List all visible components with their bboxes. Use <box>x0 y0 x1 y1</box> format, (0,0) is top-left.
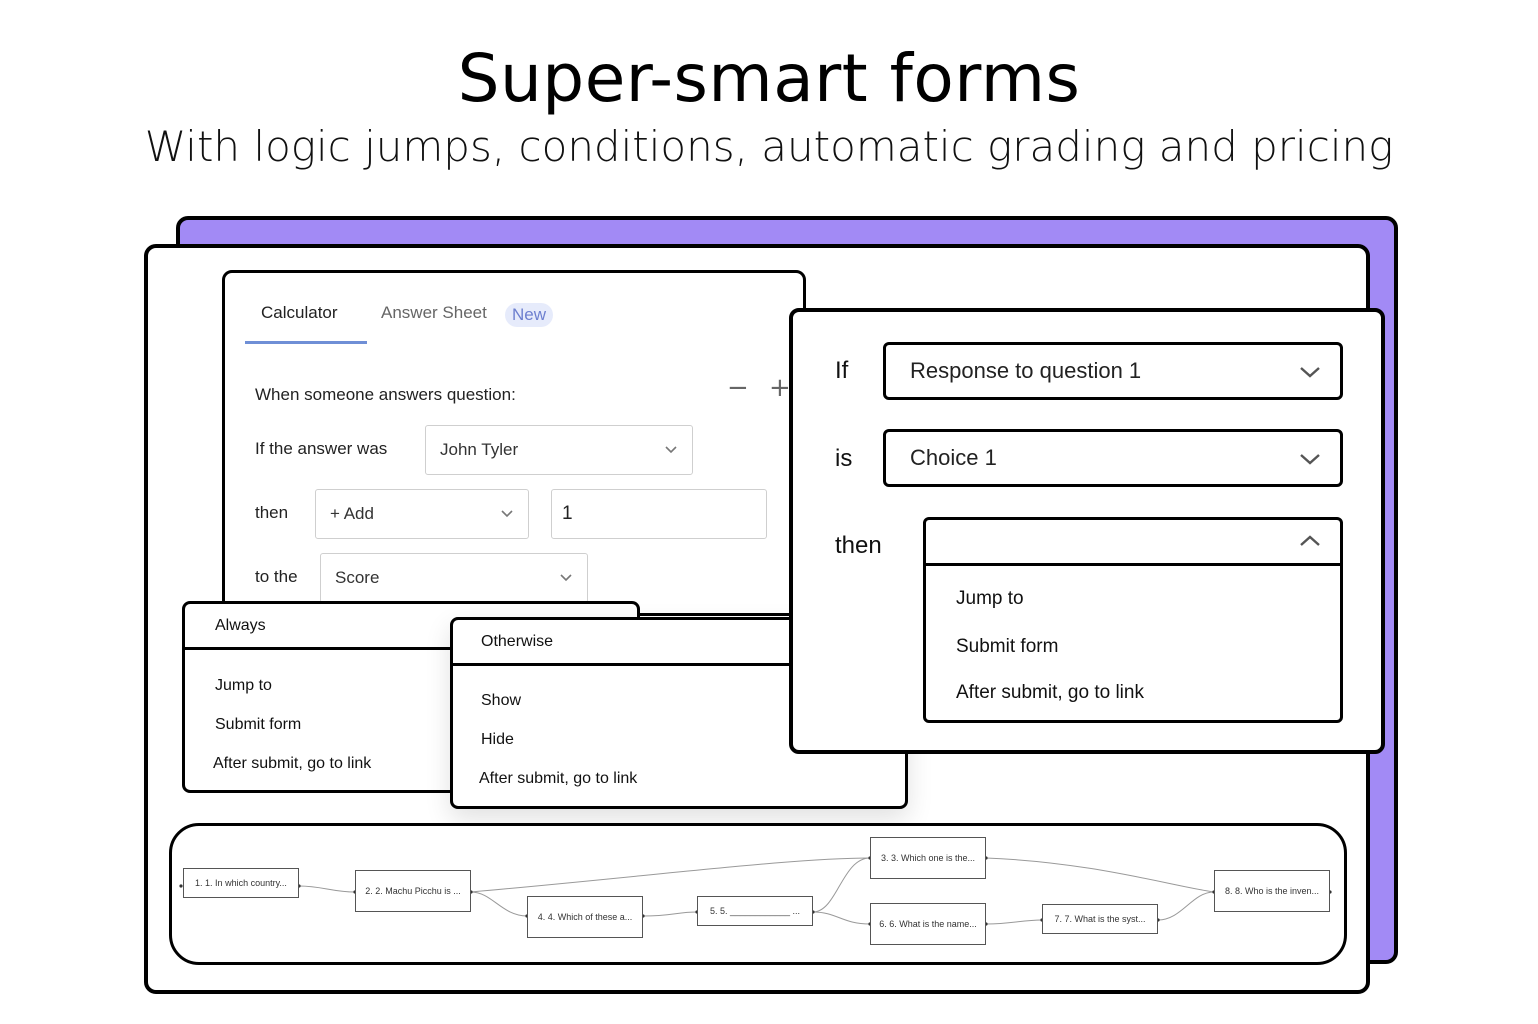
flow-node[interactable]: 5. 5. ____________ ... <box>697 896 813 926</box>
if-select[interactable]: Response to question 1 <box>883 342 1343 400</box>
flow-node[interactable]: 7. 7. What is the syst... <box>1042 904 1158 934</box>
hero-title: Super-smart forms <box>457 40 1081 117</box>
amount-input[interactable]: 1 <box>551 489 767 539</box>
if-label: If <box>835 357 849 384</box>
chevron-down-icon <box>560 574 572 582</box>
calculator-card: Calculator Answer Sheet New When someone… <box>222 270 806 616</box>
operation-select[interactable]: + Add <box>315 489 529 539</box>
then-option-jump-to[interactable]: Jump to <box>956 588 1024 609</box>
is-label: is <box>835 445 853 472</box>
otherwise-dropdown: Otherwise Show Hide After submit, go to … <box>450 617 908 809</box>
to-the-label: to the <box>255 567 298 586</box>
tab-calculator-underline <box>245 341 367 344</box>
otherwise-option-show[interactable]: Show <box>481 692 522 709</box>
always-option-go-to-link[interactable]: After submit, go to link <box>213 755 372 772</box>
chevron-up-icon <box>1300 535 1320 546</box>
always-dropdown-label: Always <box>215 617 266 634</box>
flow-node[interactable]: 4. 4. Which of these a... <box>527 896 643 938</box>
hero-subtitle: With logic jumps, conditions, automatic … <box>144 122 1394 171</box>
is-select-value: Choice 1 <box>910 445 997 470</box>
always-dropdown-header[interactable]: Always <box>185 604 637 650</box>
flow-node[interactable]: 3. 3. Which one is the... <box>870 837 986 879</box>
answer-select[interactable]: John Tyler <box>425 425 693 475</box>
target-select[interactable]: Score <box>320 553 588 603</box>
then-select[interactable]: Jump to Submit form After submit, go to … <box>923 517 1343 723</box>
flow-node[interactable]: 2. 2. Machu Picchu is ... <box>355 870 471 912</box>
is-select[interactable]: Choice 1 <box>883 429 1343 487</box>
tab-calculator[interactable]: Calculator <box>261 303 338 322</box>
always-option-submit-form[interactable]: Submit form <box>215 716 302 733</box>
amount-input-value: 1 <box>562 503 573 524</box>
answer-label: If the answer was <box>255 439 388 458</box>
new-badge: New <box>505 303 554 327</box>
chevron-down-icon <box>665 446 677 454</box>
always-option-jump-to[interactable]: Jump to <box>215 677 272 694</box>
answer-select-value: John Tyler <box>440 440 519 459</box>
then-label: then <box>255 503 289 522</box>
flow-node[interactable]: 6. 6. What is the name... <box>870 903 986 945</box>
chevron-down-icon <box>501 510 513 518</box>
chevron-down-icon <box>1300 367 1320 378</box>
then-option-submit-form[interactable]: Submit form <box>956 636 1059 657</box>
target-select-value: Score <box>335 568 380 587</box>
flow-node[interactable]: 1. 1. In which country... <box>183 868 299 898</box>
then-option-go-to-link[interactable]: After submit, go to link <box>956 682 1144 703</box>
otherwise-dropdown-label: Otherwise <box>481 633 554 650</box>
then-action-label: then <box>835 532 882 559</box>
otherwise-option-hide[interactable]: Hide <box>481 731 514 748</box>
operation-select-value: + Add <box>330 504 374 523</box>
logic-flow-map: 1. 1. In which country... 2. 2. Machu Pi… <box>169 823 1347 965</box>
remove-add-buttons[interactable]: − + <box>727 373 797 403</box>
chevron-down-icon <box>1300 454 1320 465</box>
flow-node[interactable]: 8. 8. Who is the inven... <box>1214 870 1330 912</box>
then-select-header[interactable] <box>926 520 1340 566</box>
flow-connectors <box>179 856 1332 926</box>
question-label: When someone answers question: <box>255 385 516 404</box>
otherwise-option-go-to-link[interactable]: After submit, go to link <box>479 770 638 787</box>
logic-card: If Response to question 1 is Choice 1 th… <box>789 308 1385 754</box>
tab-answer-sheet[interactable]: Answer Sheet <box>381 303 487 322</box>
if-select-value: Response to question 1 <box>910 358 1142 383</box>
